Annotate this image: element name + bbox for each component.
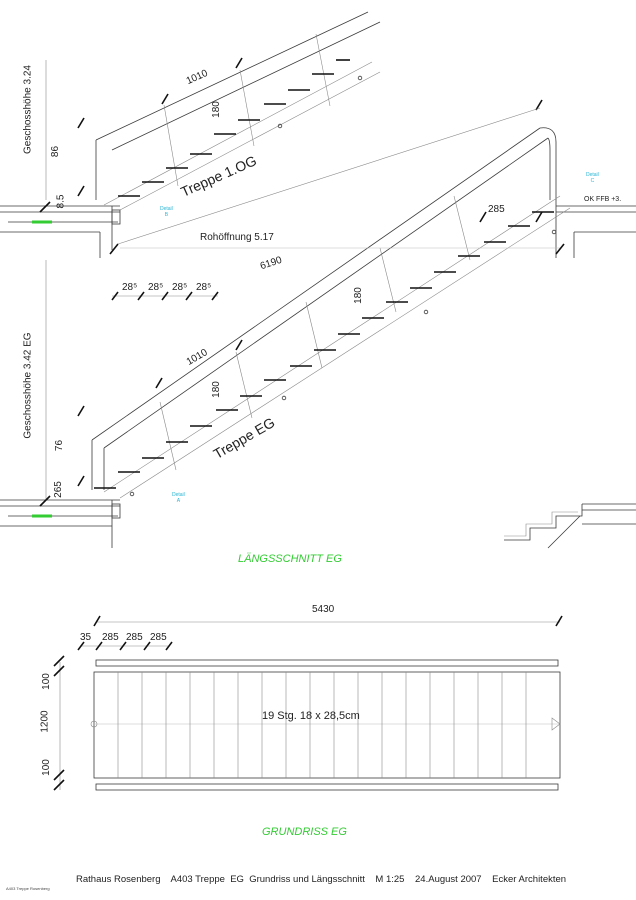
tread-dim-1: 28⁵ (122, 282, 138, 293)
dim-180-lower: 180 (210, 381, 222, 398)
upper-slab (0, 200, 636, 258)
plan-title: GRUNDRISS EG (262, 826, 347, 838)
plan-view (53, 615, 563, 791)
plan-width-100-bottom: 100 (40, 759, 52, 776)
lower-slab (0, 499, 636, 549)
lower-treads (94, 211, 554, 489)
tread-dim-4: 28⁵ (196, 282, 212, 293)
dim-6190: 6190 (258, 254, 284, 273)
plan-tread-1: 285 (102, 632, 119, 643)
plan-width-100-top: 100 (40, 673, 52, 690)
dim-180-mid: 180 (352, 287, 364, 304)
dim-285-right: 285 (488, 204, 505, 215)
lower-stair-label: Treppe EG (210, 414, 278, 462)
dim-8-5: 8.5 (55, 194, 67, 209)
upper-stair-label: Treppe 1.OG (178, 152, 259, 200)
tread-dim-row (111, 291, 219, 301)
dim-265: 265 (52, 481, 64, 498)
floor-height-upper-label: Geschosshöhe 3.24 (22, 65, 34, 154)
upper-treads (118, 59, 350, 197)
dim-86: 86 (50, 145, 62, 158)
section-title: LÄNGSSCHNITT EG (238, 553, 342, 565)
plan-tread-2: 285 (126, 632, 143, 643)
plan-tread-3: 285 (150, 632, 167, 643)
opening-label: Rohöffnung 5.17 (200, 232, 274, 243)
plan-dim-35: 35 (80, 632, 92, 643)
dim-180-upper: 180 (210, 101, 222, 118)
dim-76: 76 (54, 439, 66, 452)
tread-dim-2: 28⁵ (148, 282, 164, 293)
plan-overall-dim: 5430 (312, 604, 335, 615)
footer-small-note: A403 Treppe Rosenberg (6, 886, 50, 891)
floor-height-lower-label: Geschosshöhe 3.42 EG (22, 332, 34, 439)
dim-1010-upper: 1010 (184, 67, 210, 88)
plan-steps-label: 19 Stg. 18 x 28,5cm (262, 710, 360, 722)
dim-1010-lower: 1010 (184, 347, 210, 368)
footer-caption: Rathaus Rosenberg A403 Treppe EG Grundri… (76, 874, 567, 885)
plan-width-1200: 1200 (39, 710, 51, 733)
tread-dim-3: 28⁵ (172, 282, 188, 293)
ok-ffb-label: OK FFB +3. (584, 196, 622, 203)
lower-flight (91, 127, 571, 499)
upper-flight (95, 11, 381, 211)
